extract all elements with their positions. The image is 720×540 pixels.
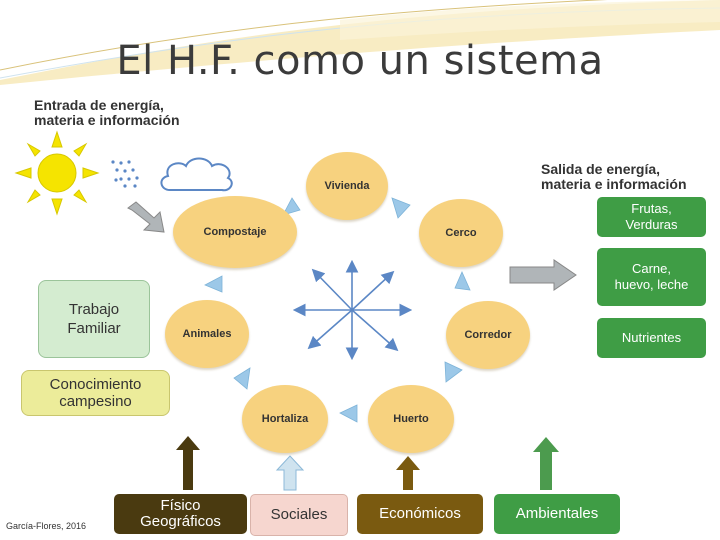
factor-fisico-line1: Físico <box>160 497 201 514</box>
trabajo-line2: Familiar <box>67 320 121 337</box>
node-vivienda: Vivienda <box>306 152 388 220</box>
slide-title: El H.F. como un sistema <box>116 38 604 84</box>
cycle-arrow <box>444 361 463 383</box>
arrow-fisico <box>176 436 200 490</box>
cloud-icon <box>160 157 233 192</box>
cycle-arrow <box>233 367 251 390</box>
output-carne-huevo-leche: Carne,huevo, leche <box>597 248 706 306</box>
cycle-arrow <box>204 275 223 293</box>
conocimiento-line1: Conocimiento <box>49 376 142 393</box>
output-label-line1: Salida de energía, <box>541 161 661 177</box>
citation: García-Flores, 2016 <box>6 521 87 531</box>
cycle-arrow <box>391 197 411 219</box>
conocimiento-line2: campesino <box>59 393 132 410</box>
node-cerco: Cerco <box>419 199 503 267</box>
output-carne-line2: huevo, leche <box>614 277 689 292</box>
factor-ambientales: Ambientales <box>494 494 620 534</box>
output-label: Salida de energía, materia e información <box>541 162 687 192</box>
input-label: Entrada de energía, materia e informació… <box>34 98 180 128</box>
node-compostaje: Compostaje <box>173 196 297 268</box>
output-arrow <box>509 259 577 291</box>
trabajo-line1: Trabajo <box>68 301 120 318</box>
output-frutas-line1: Frutas, <box>631 201 672 216</box>
cycle-arrow <box>282 197 301 216</box>
cycle-arrow <box>339 404 358 423</box>
input-label-line1: Entrada de energía, <box>34 97 164 113</box>
cycle-arrow <box>454 271 471 291</box>
factor-sociales: Sociales <box>250 494 348 536</box>
arrow-economicos <box>396 456 420 490</box>
header-swoosh-decoration <box>0 0 720 85</box>
input-label-line2: materia e información <box>34 112 180 128</box>
arrow-ambientales <box>533 437 559 490</box>
node-hortaliza: Hortaliza <box>242 385 328 453</box>
output-frutas-verduras: Frutas,Verduras <box>597 197 706 237</box>
node-animales: Animales <box>165 300 249 368</box>
output-frutas-line2: Verduras <box>625 217 678 232</box>
star-arrows-icon <box>292 259 413 361</box>
factor-fisico-line2: Geográficos <box>140 513 221 530</box>
input-arrow <box>127 201 165 233</box>
output-label-line2: materia e información <box>541 176 687 192</box>
node-corredor: Corredor <box>446 301 530 369</box>
output-carne-line1: Carne, <box>631 261 671 276</box>
output-nutrientes: Nutrientes <box>597 318 706 358</box>
arrow-sociales <box>275 455 305 491</box>
node-huerto: Huerto <box>368 385 454 453</box>
factor-economicos: Económicos <box>357 494 483 534</box>
rain-drops-icon <box>111 160 139 188</box>
sun-icon <box>14 130 100 216</box>
